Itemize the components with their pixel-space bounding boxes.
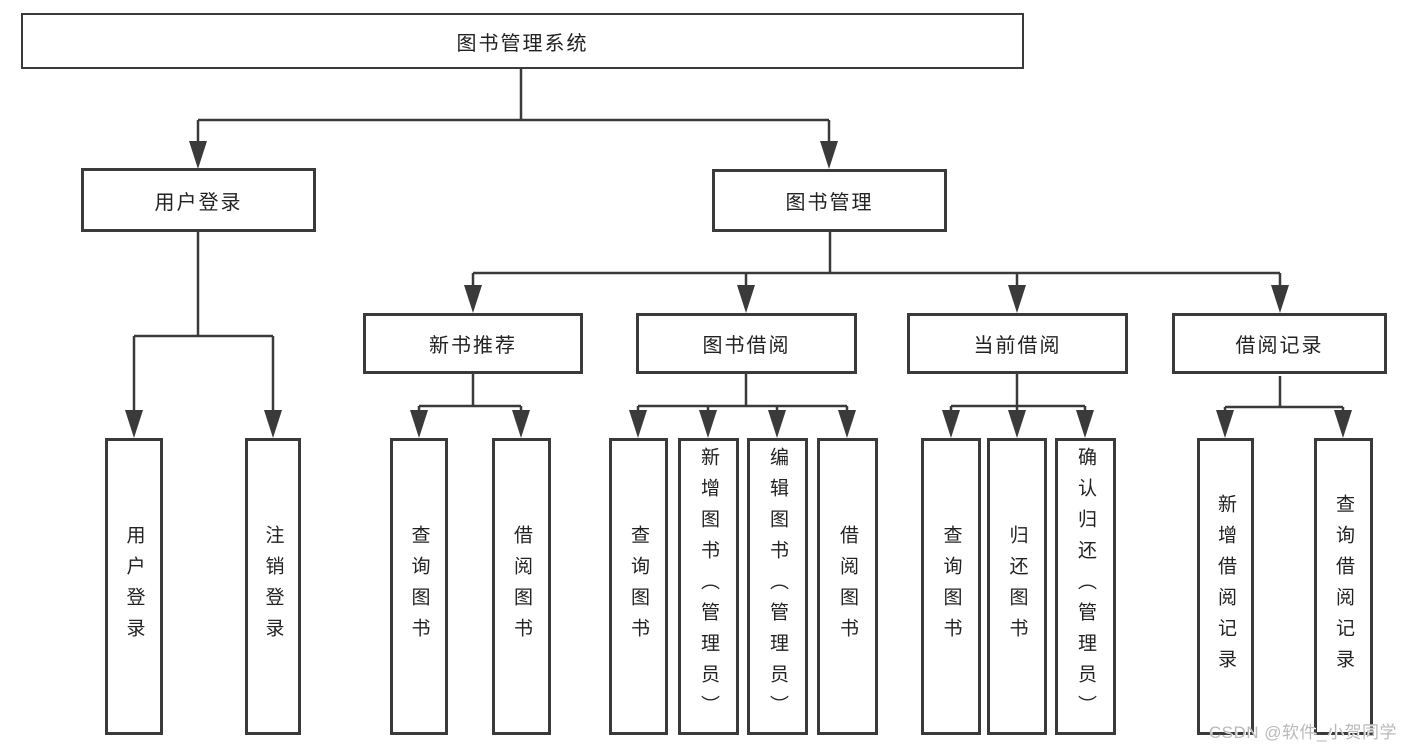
leaf-label: 注销登录 <box>262 524 284 649</box>
arrowhead-icon <box>629 410 647 438</box>
node-user-login: 用户登录 <box>81 168 316 232</box>
arrowhead-icon <box>512 410 530 438</box>
node-label: 新书推荐 <box>429 335 517 357</box>
arrowhead-icon <box>737 285 755 313</box>
leaf-recommend-query-books: 查询图书 <box>390 438 448 735</box>
arrowhead-icon <box>768 410 786 438</box>
leaf-logout: 注销登录 <box>245 438 301 735</box>
node-label: 借阅记录 <box>1235 335 1324 357</box>
arrowhead-icon <box>125 410 143 438</box>
node-label: 用户登录 <box>154 191 243 214</box>
leaf-label: 新增图书（管理员） <box>698 447 719 726</box>
leaf-user-login: 用户登录 <box>105 438 163 735</box>
csdn-watermark: CSDN @软件_小贺同学 <box>1208 723 1397 742</box>
leaf-confirm-return-admin: 确认归还（管理员） <box>1055 438 1116 735</box>
node-label: 图书管理系统 <box>456 32 589 55</box>
arrowhead-icon <box>1008 410 1026 438</box>
leaf-recommend-borrow-books: 借阅图书 <box>492 438 551 735</box>
leaf-label: 编辑图书（管理员） <box>767 447 788 726</box>
leaf-label: 查询图书 <box>940 524 962 649</box>
leaf-label: 归还图书 <box>1006 524 1028 649</box>
leaf-edit-books-admin: 编辑图书（管理员） <box>747 438 808 735</box>
arrowheads <box>125 141 1352 438</box>
arrowhead-icon <box>699 410 717 438</box>
leaf-label: 查询借阅记录 <box>1333 493 1354 680</box>
arrowhead-icon <box>264 410 282 438</box>
node-book-management: 图书管理 <box>712 169 947 232</box>
arrowhead-icon <box>1076 410 1094 438</box>
node-label: 图书借阅 <box>702 335 791 357</box>
leaf-borrow-books: 借阅图书 <box>817 438 878 735</box>
arrowhead-icon <box>942 410 960 438</box>
node-new-book-recommend: 新书推荐 <box>363 313 583 374</box>
leaf-add-books-admin: 新增图书（管理员） <box>678 438 739 735</box>
arrowhead-icon <box>189 141 207 169</box>
leaf-add-borrow-record: 新增借阅记录 <box>1197 438 1254 735</box>
leaf-label: 查询图书 <box>408 524 430 649</box>
leaf-label: 用户登录 <box>123 524 145 649</box>
arrowhead-icon <box>1334 410 1352 438</box>
leaf-return-books: 归还图书 <box>987 438 1047 735</box>
connector-path <box>132 69 1345 413</box>
arrowhead-icon <box>1008 285 1026 313</box>
leaf-label: 查询图书 <box>628 524 649 649</box>
leaf-borrow-query-books: 查询图书 <box>609 438 668 735</box>
node-current-borrow: 当前借阅 <box>907 313 1128 374</box>
node-label: 当前借阅 <box>973 335 1062 357</box>
arrowhead-icon <box>1216 410 1234 438</box>
leaf-current-query-books: 查询图书 <box>921 438 981 735</box>
leaf-query-borrow-record: 查询借阅记录 <box>1314 438 1373 735</box>
arrowhead-icon <box>1271 285 1289 313</box>
arrowhead-icon <box>820 141 838 169</box>
node-system-root: 图书管理系统 <box>21 13 1024 69</box>
leaf-label: 新增借阅记录 <box>1215 493 1236 680</box>
arrowhead-icon <box>464 285 482 313</box>
leaf-label: 借阅图书 <box>511 524 532 649</box>
arrowhead-icon <box>838 410 856 438</box>
leaf-label: 借阅图书 <box>837 524 858 649</box>
leaf-label: 确认归还（管理员） <box>1075 447 1096 726</box>
node-label: 图书管理 <box>785 192 874 214</box>
node-book-borrow: 图书借阅 <box>636 313 857 374</box>
node-borrow-records: 借阅记录 <box>1172 313 1387 374</box>
arrowhead-icon <box>410 410 428 438</box>
